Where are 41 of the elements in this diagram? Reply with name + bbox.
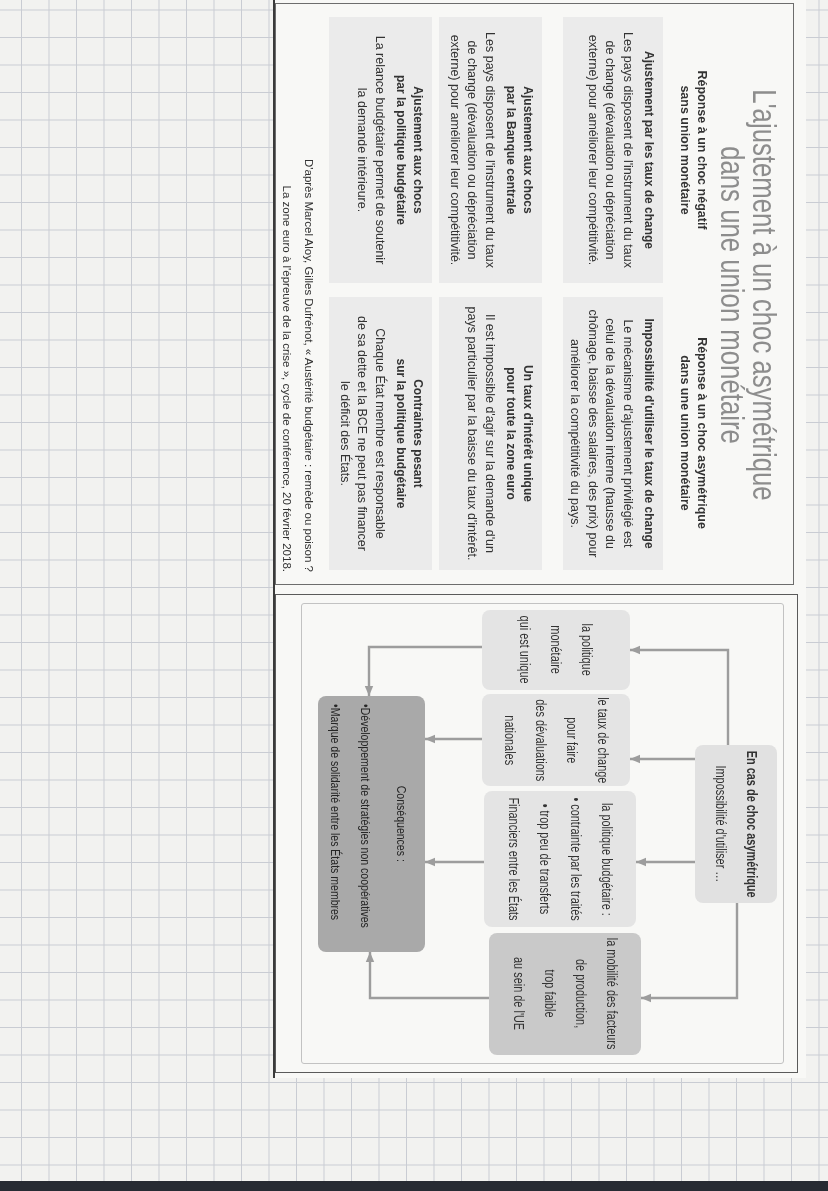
process-box bbox=[482, 694, 630, 786]
panel-text: Le mécanisme d'ajustement privilégié est celui de la dévaluation interne (hausse du chômage, baisse des salaires, des prix) pour améliorer la compétitivité du pays. bbox=[567, 309, 636, 558]
panel-heading: Impossibilité d'utiliser le taux de change bbox=[641, 318, 657, 549]
title: L'ajustement à un choc asymétrique dans une union monétaire bbox=[716, 89, 780, 501]
arrow bbox=[636, 857, 695, 867]
process-box bbox=[484, 791, 636, 927]
panel-text: La relance budgétaire permet de soutenir la demande intérieure. bbox=[354, 35, 388, 265]
panel-heading: Ajustement par les taux de change bbox=[641, 50, 657, 250]
arrow bbox=[364, 645, 482, 696]
bullet-item: •Marque de solidarité entre les États membres bbox=[327, 704, 344, 921]
box-heading: Conséquences : bbox=[393, 785, 410, 863]
bullet-item: • trop peu de transferts Financiers entre les États bbox=[505, 797, 554, 921]
arrow bbox=[365, 952, 489, 1000]
arrow bbox=[425, 857, 484, 867]
column-heading: Réponse à un choc asymétrique dans une union monétaire bbox=[677, 337, 710, 529]
arrow bbox=[641, 903, 739, 1003]
box-text: le taux de change pour faire des dévaluations nationales bbox=[501, 696, 612, 784]
panel-text: Les pays disposent de l'instrument du taux de change (dévaluation ou dépréciation externe) pour améliorer leur compétitivité. bbox=[585, 32, 636, 268]
panel-heading: Un taux d'intérêt unique pour toute la zone euro bbox=[503, 365, 536, 502]
arrow bbox=[630, 645, 730, 745]
panel-heading: Contraintes pesant sur la politique budgétaire bbox=[393, 358, 426, 509]
box-text: la politique monétaire qui est unique bbox=[516, 616, 597, 684]
box-text: Impossibilité d'utiliser … bbox=[712, 765, 730, 883]
column-heading: Réponse à un choc négatif sans union monétaire bbox=[677, 70, 710, 230]
panel-heading: Ajustement aux chocs par la Banque centrale bbox=[503, 85, 536, 215]
arrow bbox=[630, 754, 695, 764]
bullet-item: • contrainte par les traités bbox=[567, 797, 585, 921]
panel-text: Il est impossible d'agir sur la demande d'un pays particulier par la baisse du taux d'intérêt. bbox=[464, 306, 498, 561]
arrow bbox=[425, 734, 482, 744]
process-box bbox=[695, 745, 777, 903]
panel-text: Les pays disposent de l'instrument du taux de change (dévaluation ou dépréciation externe) pour améliorer leur compétitivité. bbox=[447, 32, 498, 268]
panel-heading: Ajustement aux chocs par la politique budgétaire bbox=[393, 75, 426, 225]
box-text: la politique budgétaire : bbox=[598, 802, 616, 916]
source-caption: D'après Marcel Aloy, Gilles Dufrénot, « Austérité budgétaire : remède ou poison ? La zone euro à l'épreuve de la crise », cycle de conférence, 20 février 2018. bbox=[280, 159, 316, 572]
process-box bbox=[482, 610, 630, 690]
result-box bbox=[318, 696, 425, 952]
panel-text: Chaque État membre est responsable de sa dette et la BCE ne peut pas financer le déficit des États. bbox=[337, 316, 388, 551]
box-heading: En cas de choc asymétrique bbox=[743, 750, 761, 898]
process-box bbox=[489, 933, 641, 1055]
box-text: la mobilité des facteurs de production, trop faible au sein de l'UE bbox=[510, 938, 621, 1050]
bullet-item: •Développement de stratégies non coopératives bbox=[357, 704, 374, 928]
